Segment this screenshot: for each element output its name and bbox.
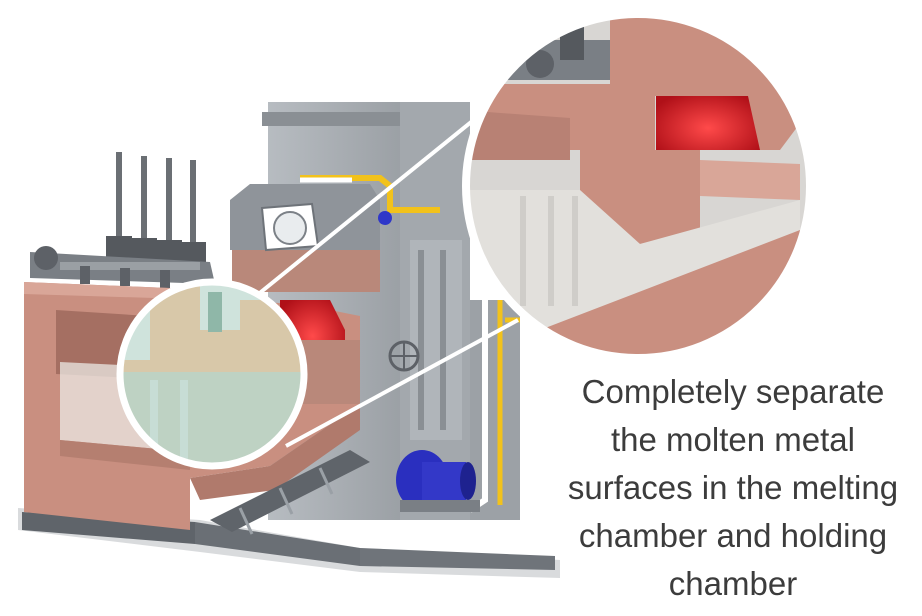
caption-line-3: surfaces in the melting <box>567 469 899 506</box>
caption-line-2: the molten metal <box>611 421 855 458</box>
electrode-rods <box>106 152 206 264</box>
large-magnifier-lens <box>462 10 814 362</box>
burner-housing <box>230 184 380 292</box>
caption-line-1: Completely separate <box>581 373 885 410</box>
small-magnifier-lens <box>116 278 308 470</box>
caption-text: Completely separate the molten metal sur… <box>548 368 918 608</box>
magnifier-connector-lines <box>254 108 519 448</box>
top-drive-mechanism <box>30 246 215 288</box>
valve-wheel <box>388 340 420 372</box>
caption-line-5: chamber <box>668 565 798 602</box>
motor-pump <box>396 450 480 512</box>
charging-ramp <box>210 450 370 535</box>
caption-line-4: chamber and holding <box>578 517 888 554</box>
